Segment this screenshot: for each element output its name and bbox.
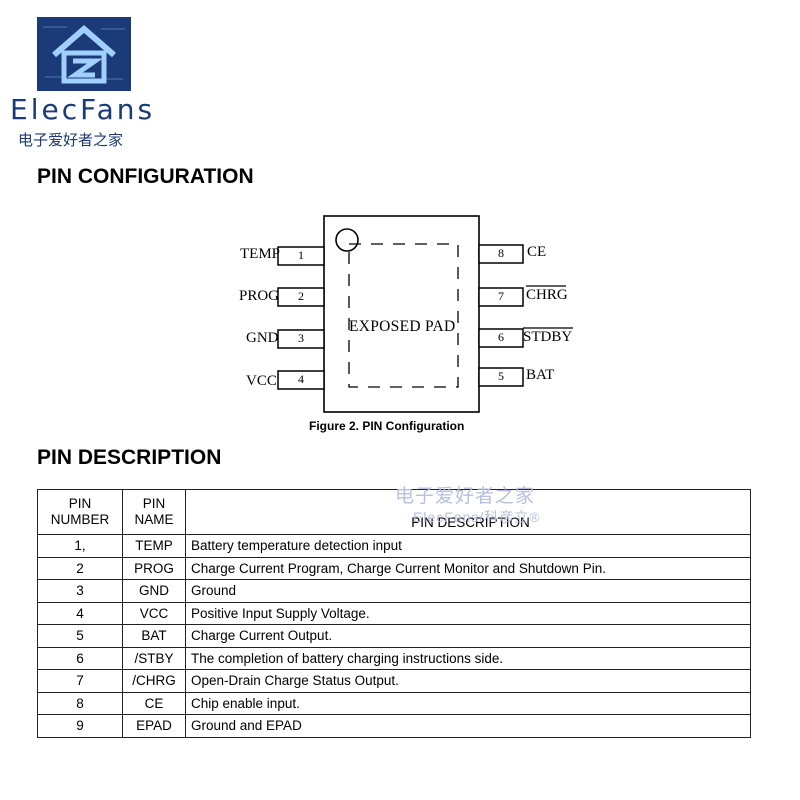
cell-pin-number: 1, [37, 534, 123, 558]
cell-pin-description: Charge Current Output. [185, 624, 751, 648]
cell-pin-number: 5 [37, 624, 123, 648]
pin-number-1: 1 [298, 248, 304, 262]
cell-pin-description: Ground and EPAD [185, 714, 751, 738]
logo-subtitle: 电子爱好者之家 [18, 132, 124, 149]
pin-label-temp: TEMP [240, 246, 281, 262]
header-pin-name: PIN NAME [122, 489, 186, 535]
house-logo-icon [37, 17, 131, 91]
cell-pin-name: TEMP [122, 534, 186, 558]
cell-pin-description: Chip enable input. [185, 691, 751, 715]
header-pin-number: PIN NUMBER [37, 489, 123, 535]
exposed-pad-label: EXPOSED PAD [349, 318, 456, 335]
cell-pin-name: BAT [122, 624, 186, 648]
logo-brand-text: ElecFans [10, 93, 156, 126]
cell-pin-number: 7 [37, 669, 123, 693]
pin-label-prog: PROG [239, 288, 280, 304]
pin-number-8: 8 [498, 246, 504, 260]
pin-label-stdby: STDBY [523, 329, 573, 345]
cell-pin-name: PROG [122, 556, 186, 580]
pin-description-table: PIN NUMBER PIN NAME PIN DESCRIPTION 1,TE… [37, 489, 751, 738]
pin-description-heading: PIN DESCRIPTION [37, 446, 222, 469]
figure-caption: Figure 2. PIN Configuration [309, 419, 465, 433]
cell-pin-name: VCC [122, 601, 186, 625]
watermark-line2: ElecFans/科彦立® [413, 509, 541, 525]
cell-pin-number: 3 [37, 579, 123, 603]
pin-8-lead [478, 244, 524, 264]
pin-1-lead [277, 246, 325, 266]
cell-pin-description: Charge Current Program, Charge Current M… [185, 556, 751, 580]
elecfans-logo [37, 17, 131, 91]
cell-pin-name: /CHRG [122, 669, 186, 693]
cell-pin-number: 2 [37, 556, 123, 580]
chip-body [323, 215, 480, 413]
cell-pin-number: 4 [37, 601, 123, 625]
pin-5-lead [478, 367, 524, 387]
exposed-pad-outline [348, 243, 459, 388]
cell-pin-name: CE [122, 691, 186, 715]
cell-pin-number: 8 [37, 691, 123, 715]
watermark-line1: 电子爱好者之家 [395, 486, 536, 507]
pin-number-5: 5 [498, 369, 504, 383]
pin-configuration-heading: PIN CONFIGURATION [37, 165, 254, 188]
pin-number-3: 3 [298, 331, 304, 345]
pin1-marker-circle [335, 228, 359, 252]
cell-pin-name: /STBY [122, 646, 186, 670]
chip-diagram [277, 215, 573, 413]
cell-pin-description: Positive Input Supply Voltage. [185, 601, 751, 625]
cell-pin-description: The completion of battery charging instr… [185, 646, 751, 670]
cell-pin-description: Ground [185, 579, 751, 603]
cell-pin-number: 6 [37, 646, 123, 670]
pin-4-lead [277, 370, 325, 390]
pin-number-2: 2 [298, 289, 304, 303]
cell-pin-name: GND [122, 579, 186, 603]
pin-number-6: 6 [498, 330, 504, 344]
pin-label-ce: CE [527, 244, 547, 260]
pin-number-4: 4 [298, 372, 304, 386]
pin-7-lead [478, 287, 524, 307]
table-header-row: PIN NUMBER PIN NAME PIN DESCRIPTION [37, 489, 751, 535]
pin-label-chrg: CHRG [526, 287, 568, 303]
pin-label-gnd: GND [246, 330, 279, 346]
cell-pin-description: Battery temperature detection input [185, 534, 751, 558]
header-pin-description: PIN DESCRIPTION [185, 489, 751, 535]
cell-pin-name: EPAD [122, 714, 186, 738]
pin-number-7: 7 [498, 289, 504, 303]
pin-label-vcc: VCC [246, 373, 277, 389]
cell-pin-description: Open-Drain Charge Status Output. [185, 669, 751, 693]
pin-label-bat: BAT [526, 367, 555, 383]
pin-6-lead [478, 328, 524, 348]
cell-pin-number: 9 [37, 714, 123, 738]
pin-3-lead [277, 329, 325, 349]
pin-2-lead [277, 287, 325, 307]
